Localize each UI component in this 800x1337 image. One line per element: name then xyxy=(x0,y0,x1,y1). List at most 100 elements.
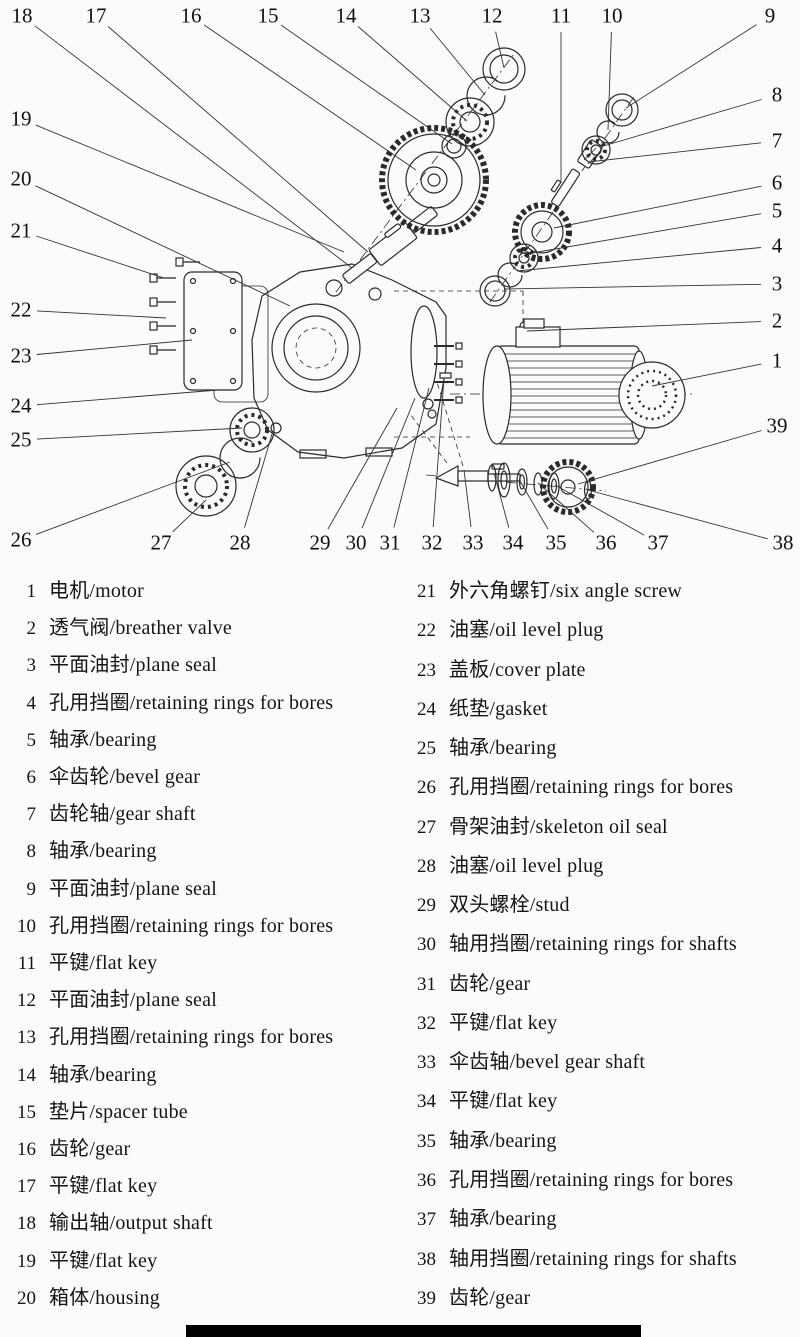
part-label: 平面油封/plane seal xyxy=(49,654,217,677)
callout-36: 36 xyxy=(595,530,617,555)
callout-19: 19 xyxy=(10,106,32,131)
part-number: 4 xyxy=(26,692,37,714)
exploded-view-drawing xyxy=(34,24,768,540)
callout-20: 20 xyxy=(10,166,32,191)
part-label: 孔用挡圈/retaining rings for bores xyxy=(49,1026,334,1049)
callout-21: 21 xyxy=(10,218,32,243)
callout-14: 14 xyxy=(335,3,357,28)
seal-bearing-stack-drawing xyxy=(175,407,275,517)
callout-16: 16 xyxy=(180,3,202,28)
part-number: 38 xyxy=(417,1248,436,1270)
part-label: 孔用挡圈/retaining rings for bores xyxy=(49,691,334,714)
part-label: 外六角螺钉/six angle screw xyxy=(449,580,683,602)
part-number: 31 xyxy=(417,973,436,995)
upper-rings-drawing xyxy=(441,47,526,159)
part-label: 轴承/bearing xyxy=(49,728,157,751)
callout-32: 32 xyxy=(421,530,443,555)
callout-24: 24 xyxy=(10,393,32,418)
part-number: 12 xyxy=(17,990,36,1012)
part-number: 10 xyxy=(17,915,36,937)
callout-17: 17 xyxy=(85,3,107,28)
part-row: 10 孔用挡圈/retaining rings for bores xyxy=(10,909,396,938)
part-label: 平键/flat key xyxy=(49,1249,158,1272)
part-label: 输出轴/output shaft xyxy=(49,1212,213,1235)
part-number: 16 xyxy=(17,1139,36,1161)
part-label: 箱体/housing xyxy=(49,1286,160,1309)
callout-37: 37 xyxy=(647,530,669,555)
motor-drawing xyxy=(482,318,686,445)
part-number: 3 xyxy=(26,655,37,677)
output-gear-drawing xyxy=(379,125,489,235)
callout-39: 39 xyxy=(766,413,788,438)
part-number: 1 xyxy=(26,581,37,602)
callout-2: 2 xyxy=(771,308,783,333)
part-label: 双头螺栓/stud xyxy=(449,894,570,917)
callout-34: 34 xyxy=(502,530,524,555)
callout-15: 15 xyxy=(257,3,279,28)
bevel-gear-drawing xyxy=(479,202,572,307)
part-label: 透气阀/breather valve xyxy=(49,617,232,640)
callout-22: 22 xyxy=(10,297,32,322)
part-label: 齿轮/gear xyxy=(449,972,531,995)
part-label: 盖板/cover plate xyxy=(449,658,586,681)
part-number: 14 xyxy=(17,1064,36,1086)
callout-35: 35 xyxy=(545,530,567,555)
callout-18: 18 xyxy=(11,3,33,28)
callout-6: 6 xyxy=(771,170,783,195)
screws-drawing xyxy=(149,257,200,355)
part-label: 平面油封/plane seal xyxy=(49,877,217,900)
part-row: 5 轴承/bearing xyxy=(10,723,396,752)
part-number: 5 xyxy=(26,729,37,751)
part-number: 15 xyxy=(17,1101,36,1123)
part-label: 垫片/spacer tube xyxy=(49,1100,188,1123)
callout-31: 31 xyxy=(379,530,401,555)
callout-5: 5 xyxy=(771,198,783,223)
part-number: 24 xyxy=(417,698,436,720)
pinion-shaft-drawing xyxy=(550,139,603,207)
part-number: 22 xyxy=(417,620,436,642)
callout-33: 33 xyxy=(462,530,484,555)
part-number: 13 xyxy=(17,1027,36,1049)
part-number: 20 xyxy=(17,1287,36,1309)
part-number: 30 xyxy=(417,934,436,956)
part-label: 骨架油封/skeleton oil seal xyxy=(449,815,668,838)
part-number: 32 xyxy=(417,1012,436,1034)
part-label: 孔用挡圈/retaining rings for bores xyxy=(49,914,334,937)
callout-1: 1 xyxy=(771,348,783,373)
callout-8: 8 xyxy=(771,82,783,107)
bottom-bar xyxy=(186,1325,641,1337)
callout-25: 25 xyxy=(10,427,32,452)
part-number: 11 xyxy=(17,953,36,975)
callout-26: 26 xyxy=(10,527,32,552)
part-number: 8 xyxy=(26,841,37,863)
part-label: 纸垫/gasket xyxy=(449,697,548,720)
part-number: 26 xyxy=(417,777,436,799)
part-label: 油塞/oil level plug xyxy=(449,854,604,877)
part-label: 轴承/bearing xyxy=(49,840,157,863)
part-row: 3 平面油封/plane seal xyxy=(10,648,396,677)
part-row: 31 齿轮/gear xyxy=(402,967,800,996)
part-number: 35 xyxy=(417,1130,436,1152)
